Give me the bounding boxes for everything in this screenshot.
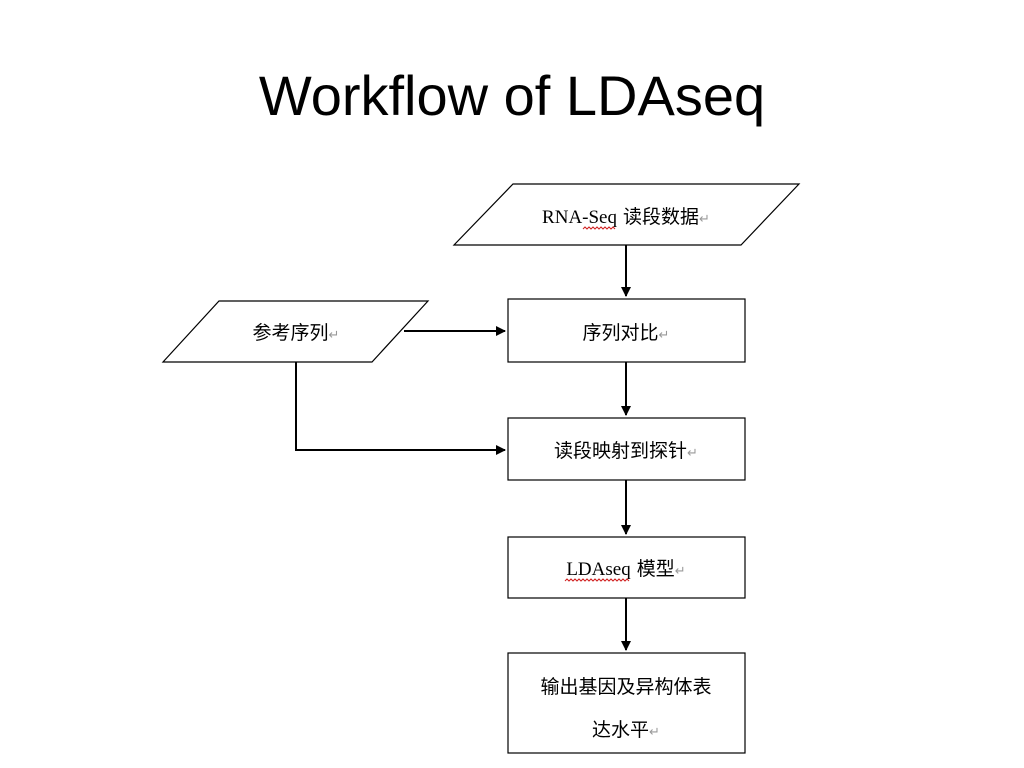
paragraph-mark: ↵: [687, 446, 698, 461]
spellcheck-underlines: [564, 226, 630, 582]
node-model-cjk: 模型: [631, 558, 675, 580]
slide-title: Workflow of LDAseq: [258, 64, 766, 127]
paragraph-mark: ↵: [659, 328, 670, 343]
node-output-line1: 输出基因及异构体表: [540, 676, 711, 698]
node-model-shape: [507, 536, 746, 599]
node-sequence-alignment: 序列对比↵: [507, 298, 746, 363]
node-output-line2: 达水平↵: [592, 719, 660, 741]
node-ldaseq-model: LDAseq 模型↵: [507, 536, 746, 599]
node-reference-label: 参考序列↵: [253, 322, 340, 344]
node-align-text: 序列对比: [583, 322, 659, 344]
node-align-label: 序列对比↵: [583, 322, 670, 344]
edges: [295, 245, 631, 651]
squiggle-ldaseq: [564, 578, 630, 582]
edge-reference-to-map: [295, 362, 506, 455]
node-input-data: RNA-Seq 读段数据↵: [452, 183, 801, 246]
node-align-shape: [507, 298, 746, 363]
node-map-shape: [507, 417, 746, 481]
node-input-shape: [452, 183, 801, 246]
node-reference-shape: [161, 300, 430, 363]
paragraph-mark: ↵: [649, 725, 660, 740]
paragraph-mark: ↵: [329, 328, 340, 343]
node-map-reads: 读段映射到探针↵: [507, 417, 746, 481]
node-model-latin: LDAseq: [566, 559, 631, 580]
node-output-line2-text: 达水平: [592, 719, 649, 741]
node-map-label: 读段映射到探针↵: [554, 440, 698, 462]
node-input-label: RNA-Seq 读段数据↵: [542, 206, 710, 228]
paragraph-mark: ↵: [699, 212, 710, 227]
node-reference-text: 参考序列: [253, 322, 329, 344]
node-output-shape: [507, 652, 746, 754]
node-map-text: 读段映射到探针: [554, 440, 687, 462]
squiggle-rna-seq: [582, 226, 616, 230]
node-output: 输出基因及异构体表 达水平↵: [507, 652, 746, 754]
node-input-cjk: 读段数据: [617, 206, 699, 228]
paragraph-mark: ↵: [675, 564, 686, 579]
node-reference-sequence: 参考序列↵: [161, 300, 430, 363]
node-input-latin: RNA-Seq: [542, 207, 617, 228]
node-model-label: LDAseq 模型↵: [566, 558, 685, 580]
